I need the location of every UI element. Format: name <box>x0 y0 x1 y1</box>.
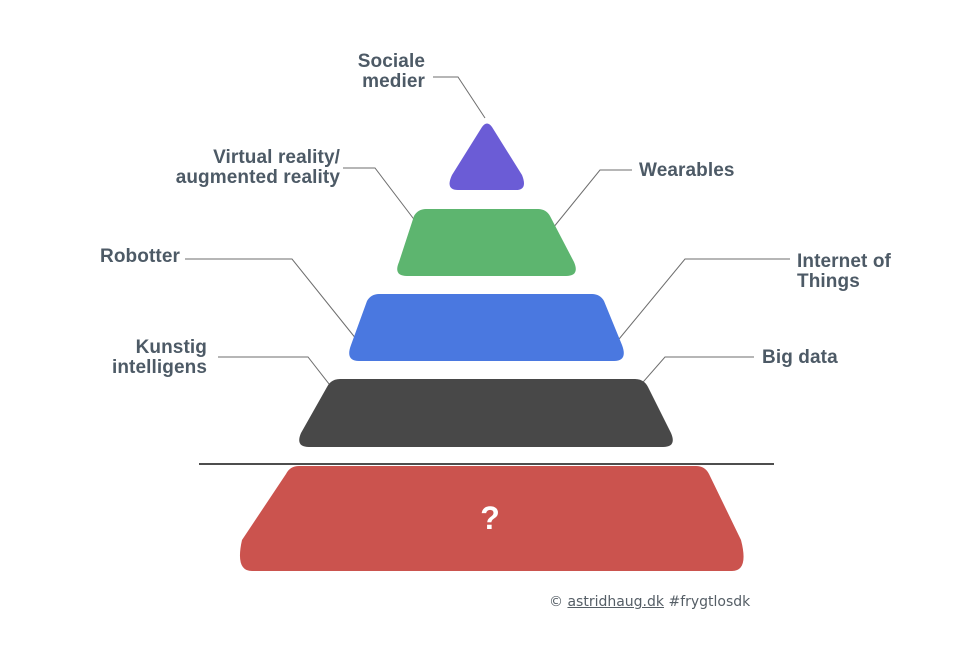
layer-unknown <box>239 466 744 571</box>
leader-line-sociale-medier <box>433 76 486 119</box>
layer-sociale-medier <box>449 123 524 190</box>
unknown-layer-question-mark: ? <box>480 500 500 536</box>
label-sociale-medier: Sociale medier <box>357 51 425 92</box>
leader-line-kunstig-intelligens <box>218 356 341 399</box>
layer-ai-bigdata <box>299 379 673 447</box>
label-internet-of-things: Internet of Things <box>797 251 891 292</box>
credit-hashtag: #frygtlosdk <box>668 594 751 610</box>
copyright-symbol: © <box>549 594 563 610</box>
label-virtual-reality: Virtual reality/ augmented reality <box>175 147 340 188</box>
label-wearables: Wearables <box>639 160 735 181</box>
label-big-data: Big data <box>762 347 838 368</box>
credit-line: © astridhaug.dk #frygtlosdk <box>549 594 750 610</box>
label-robotter: Robotter <box>100 246 180 267</box>
leader-line-virtual-reality <box>343 167 433 244</box>
leader-line-wearables <box>539 169 632 245</box>
label-kunstig-intelligens: Kunstig intelligens <box>111 337 207 378</box>
leader-line-robotter <box>185 258 366 351</box>
credit-site-link[interactable]: astridhaug.dk <box>567 594 665 610</box>
layer-robotter-iot <box>349 294 624 361</box>
layer-virtual-wearables <box>397 209 576 276</box>
leader-line-internet-of-things <box>609 258 790 351</box>
